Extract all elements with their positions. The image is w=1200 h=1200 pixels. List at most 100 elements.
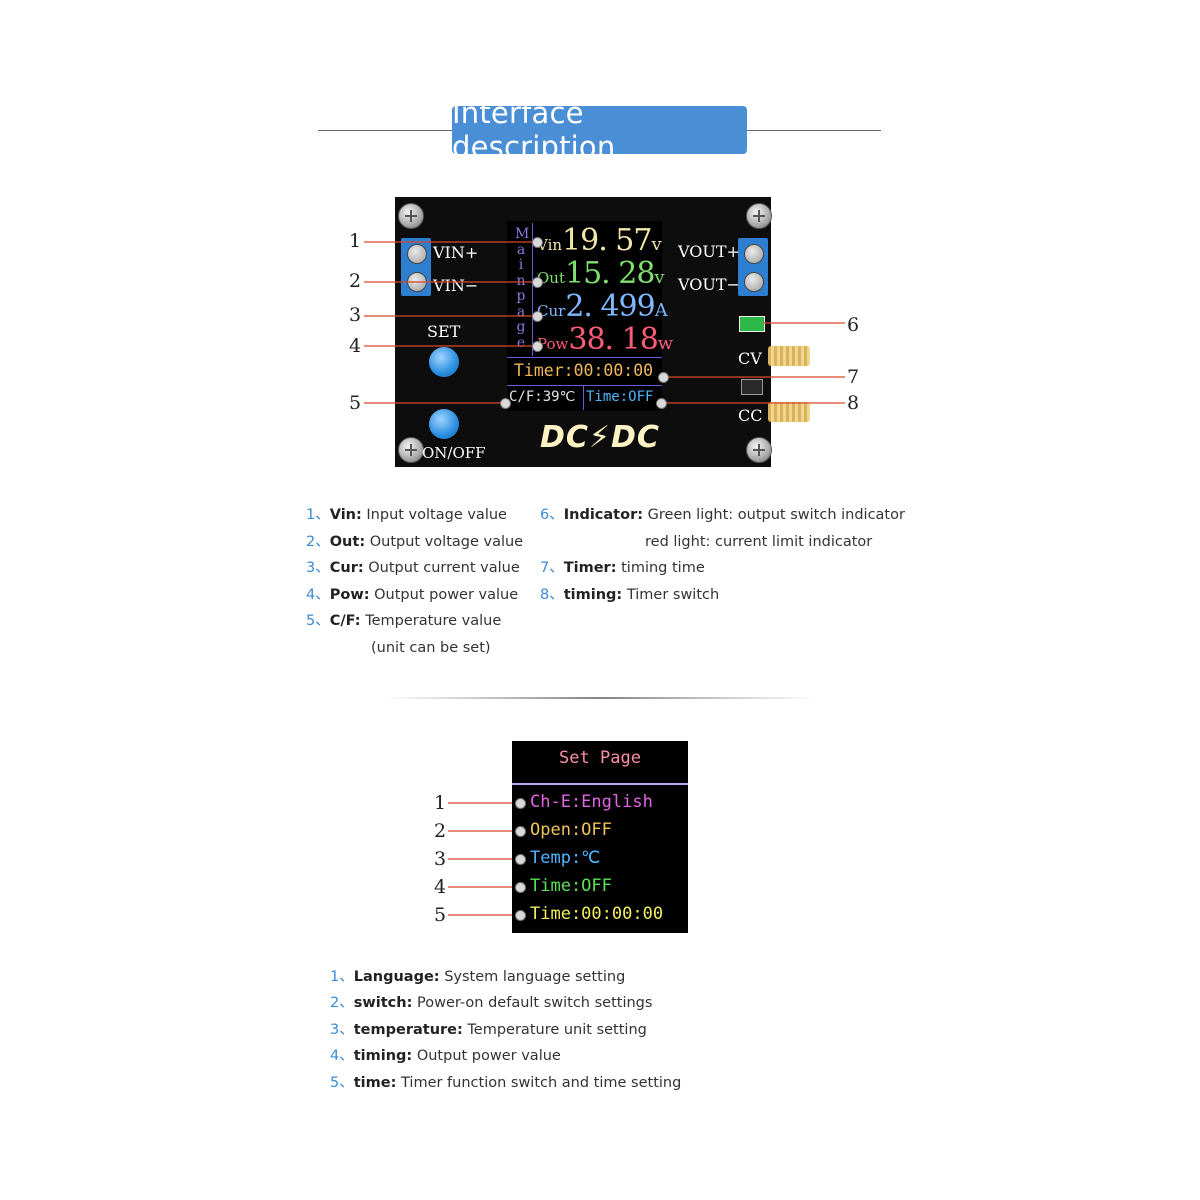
- desc-key: Language:: [353, 969, 440, 985]
- side-label-char: e: [516, 334, 526, 351]
- lcd-divider: [507, 385, 662, 386]
- screw-icon: [398, 203, 424, 229]
- set-page-divider: [512, 783, 688, 785]
- lcd-timer: Timer:00:00:00: [514, 361, 654, 380]
- desc-value: Output voltage value: [369, 534, 524, 550]
- desc-value: Output power value: [416, 1048, 561, 1064]
- desc-value: Input voltage value: [366, 507, 507, 523]
- desc-number: 7、: [540, 560, 564, 576]
- desc-item: 7、Timer: timing time: [540, 558, 705, 578]
- callout-dot: [532, 311, 543, 322]
- set-callout-number-1: 1: [434, 792, 447, 814]
- desc-key: time:: [353, 1075, 397, 1091]
- section-divider: [385, 697, 815, 699]
- desc-value: Output power value: [374, 587, 519, 603]
- lcd-row-vin: Vin19. 57v: [537, 223, 662, 258]
- callout-number-2: 2: [349, 270, 362, 292]
- callout-dot: [515, 910, 526, 921]
- desc-number: 8、: [540, 587, 564, 603]
- cur-unit: A: [654, 300, 668, 321]
- vout-terminal-block: [738, 238, 768, 296]
- set-callout-number-3: 3: [434, 848, 447, 870]
- desc-value: Output current value: [368, 560, 520, 576]
- desc-number: 6、: [540, 507, 564, 523]
- terminal-screw-icon: [744, 244, 764, 264]
- desc-item: 8、timing: Timer switch: [540, 585, 719, 605]
- vin-terminal-block: [401, 238, 431, 296]
- vout-minus-label: VOUT−: [678, 275, 740, 294]
- side-label-char: n: [516, 272, 526, 289]
- red-indicator-led: [741, 379, 763, 395]
- set-page-title: Set Page: [559, 748, 641, 768]
- set-row-temp: Temp:℃: [530, 848, 601, 868]
- callout-dot: [532, 237, 543, 248]
- lcd-row-cur: Cur2. 499A: [537, 289, 668, 324]
- callout-dot: [656, 398, 667, 409]
- desc-key: C/F:: [329, 613, 361, 629]
- side-label-char: g: [516, 319, 526, 335]
- desc-number: 3、: [306, 560, 330, 576]
- desc-item: 5、C/F: Temperature value: [306, 611, 501, 631]
- side-label-char: a: [516, 241, 526, 258]
- desc-item: 4、Pow: Output power value: [306, 585, 518, 605]
- desc-number: 4、: [306, 587, 330, 603]
- callout-number-7: 7: [847, 366, 860, 388]
- desc-number: 5、: [306, 613, 330, 629]
- screw-icon: [746, 437, 772, 463]
- terminal-screw-icon: [407, 272, 427, 292]
- lcd-divider: [532, 223, 533, 356]
- header-rule-left: [318, 130, 452, 131]
- desc-item: 2、Out: Output voltage value: [306, 532, 523, 552]
- callout-number-1: 1: [349, 230, 362, 252]
- side-label-char: M: [515, 226, 530, 242]
- set-callout-number-5: 5: [434, 904, 447, 926]
- set-button[interactable]: [429, 347, 459, 377]
- cc-potentiometer[interactable]: [768, 402, 810, 422]
- pow-value: 38. 18: [568, 322, 658, 357]
- pow-tag: Pow: [537, 335, 569, 353]
- desc-value: Timer function switch and time setting: [401, 1075, 682, 1091]
- desc-key: temperature:: [353, 1022, 463, 1038]
- desc-value: Timer switch: [626, 587, 720, 603]
- lcd-divider: [507, 357, 662, 358]
- desc-continuation: red light: current limit indicator: [645, 534, 873, 550]
- desc-number: 5、: [330, 1075, 354, 1091]
- side-label-char: p: [516, 288, 526, 304]
- main-page-vertical-label: M a i n p a g e: [515, 226, 530, 351]
- desc-item: 6、Indicator: Green light: output switch …: [540, 505, 905, 525]
- set-desc-item: 1、Language: System language setting: [330, 967, 625, 987]
- desc-key: switch:: [353, 995, 413, 1011]
- header-rule-right: [747, 130, 881, 131]
- out-tag: Out: [537, 269, 565, 287]
- callout-dot: [515, 854, 526, 865]
- set-button-label: SET: [427, 322, 461, 341]
- green-indicator-led: [739, 316, 765, 332]
- desc-number: 2、: [306, 534, 330, 550]
- set-row-time-value: Time:00:00:00: [530, 904, 664, 924]
- onoff-button[interactable]: [429, 409, 459, 439]
- vin-plus-label: VIN+: [433, 243, 479, 262]
- cur-tag: Cur: [537, 302, 566, 320]
- side-label-char: i: [518, 257, 524, 273]
- callout-dot: [515, 882, 526, 893]
- callout-dot: [658, 372, 669, 383]
- lcd-row-pow: Pow38. 18w: [537, 322, 673, 357]
- callout-dot: [515, 826, 526, 837]
- callout-dot: [532, 277, 543, 288]
- lcd-divider: [583, 386, 584, 410]
- callout-dot: [532, 341, 543, 352]
- out-value: 15. 28: [565, 256, 655, 291]
- desc-item: 1、Vin: Input voltage value: [306, 505, 507, 525]
- desc-key: Pow:: [329, 587, 370, 603]
- pow-unit: w: [657, 333, 674, 354]
- desc-value: timing time: [621, 560, 705, 576]
- desc-number: 4、: [330, 1048, 354, 1064]
- set-row-open: Open:OFF: [530, 820, 612, 840]
- callout-number-5: 5: [349, 392, 362, 414]
- set-callout-number-2: 2: [434, 820, 447, 842]
- set-row-language: Ch-E:English: [530, 792, 653, 812]
- cv-potentiometer[interactable]: [768, 346, 810, 366]
- side-label-char: a: [516, 303, 526, 320]
- desc-value: Temperature value: [365, 613, 502, 629]
- desc-key: Vin:: [329, 507, 362, 523]
